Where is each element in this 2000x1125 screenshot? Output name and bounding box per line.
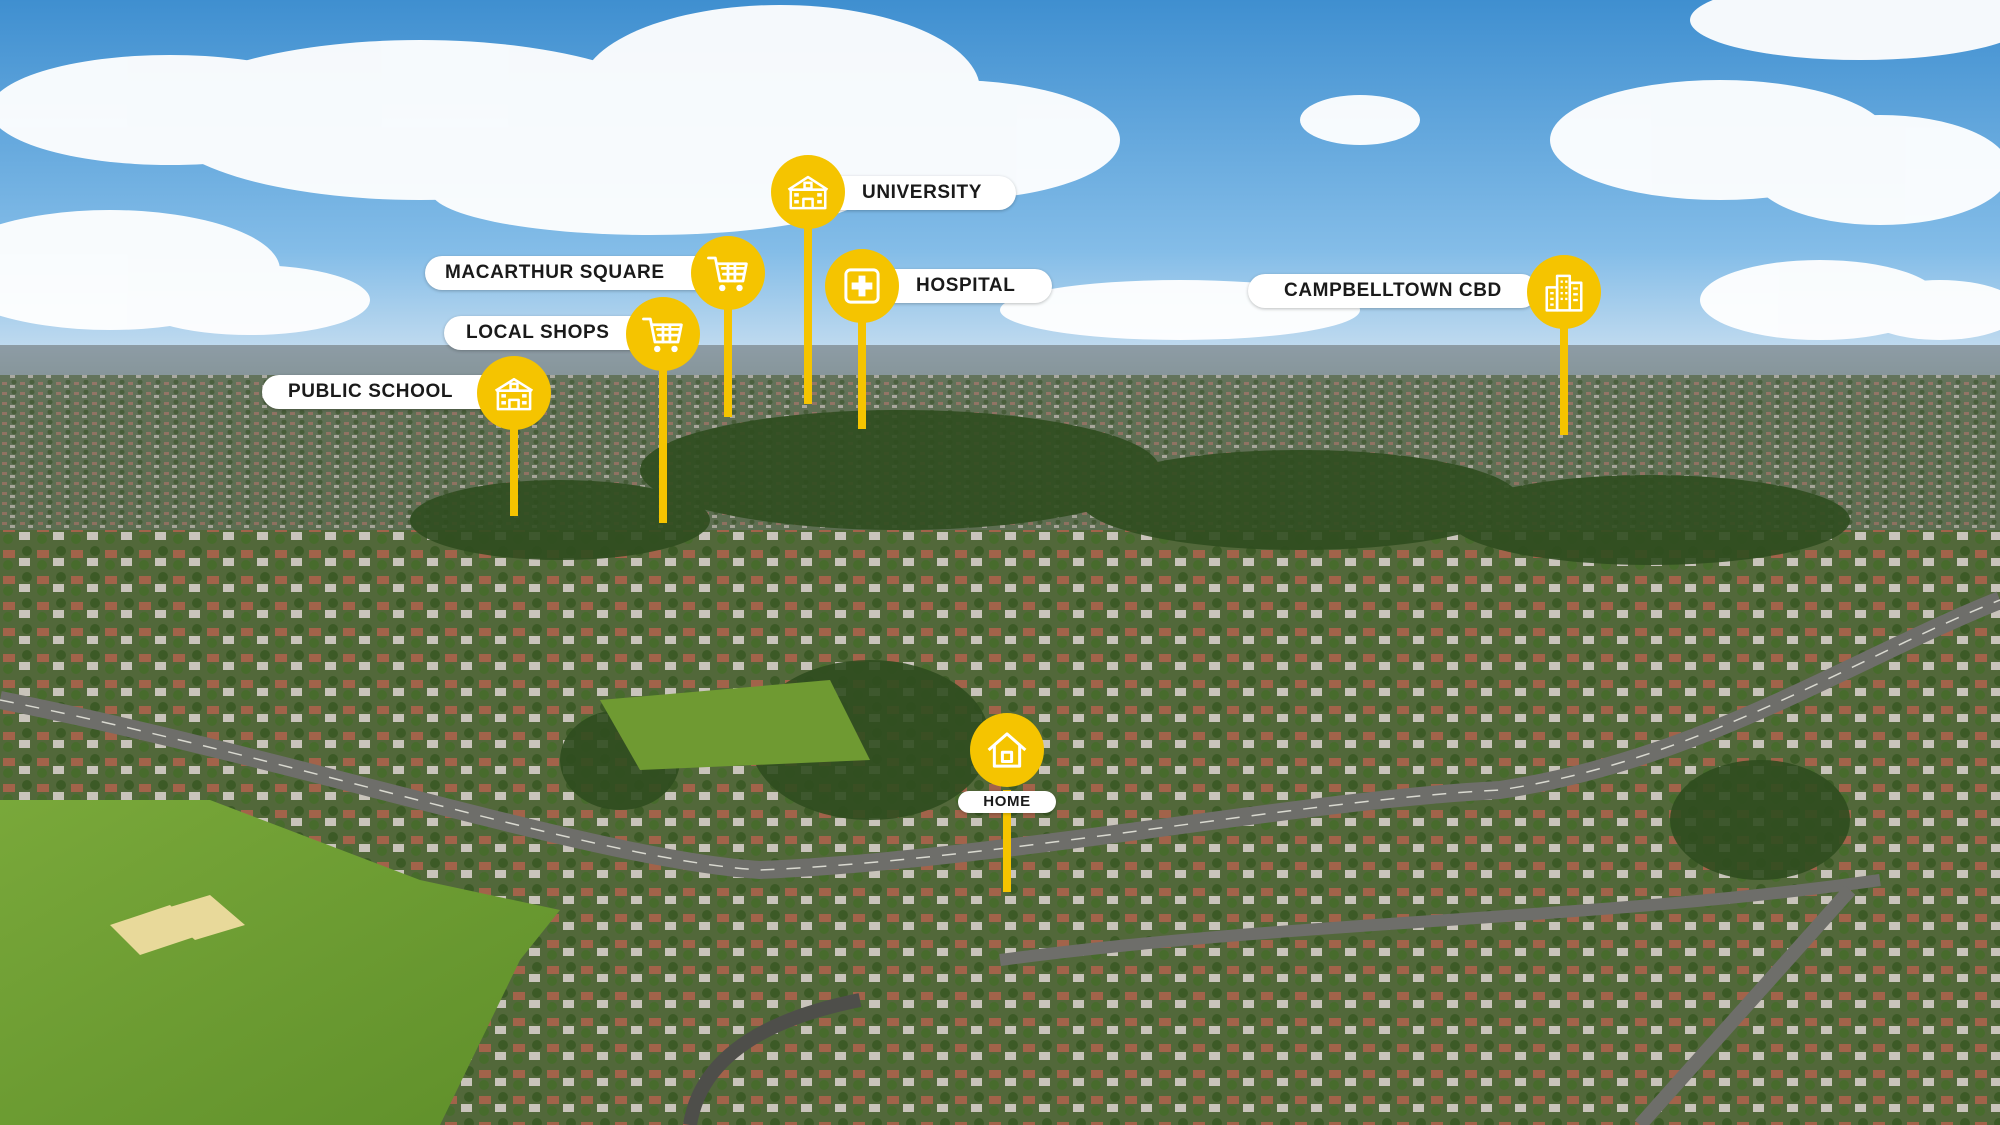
- university-icon: [787, 175, 829, 210]
- school-icon: [494, 377, 534, 411]
- label-local-shops: LOCAL SHOPS: [444, 316, 654, 350]
- pin-stem-public-school: [510, 424, 518, 516]
- shopping-cart-icon: [707, 256, 748, 292]
- pin-hospital: [825, 249, 899, 323]
- pin-stem-university: [804, 222, 812, 404]
- hospital-cross-icon: [844, 268, 880, 304]
- pin-stem-home: [1003, 790, 1011, 892]
- shopping-cart-icon: [642, 317, 683, 353]
- pin-stem-campbelltown-cbd: [1560, 322, 1568, 435]
- pin-stem-local-shops: [659, 364, 667, 523]
- house-icon: [987, 732, 1027, 768]
- pin-campbelltown-cbd: [1527, 255, 1601, 329]
- pin-home: [970, 713, 1044, 787]
- pin-public-school: [477, 356, 551, 430]
- pin-macarthur-square: [691, 236, 765, 310]
- label-home: HOME: [958, 791, 1056, 813]
- label-public-school: PUBLIC SCHOOL: [262, 375, 502, 409]
- label-campbelltown-cbd: CAMPBELLTOWN CBD: [1248, 274, 1538, 308]
- pin-stem-hospital: [858, 316, 866, 429]
- pin-university: [771, 155, 845, 229]
- pin-stem-macarthur-square: [724, 303, 732, 417]
- label-macarthur-square: MACARTHUR SQUARE: [425, 256, 718, 290]
- pin-local-shops: [626, 297, 700, 371]
- city-buildings-icon: [1545, 274, 1583, 312]
